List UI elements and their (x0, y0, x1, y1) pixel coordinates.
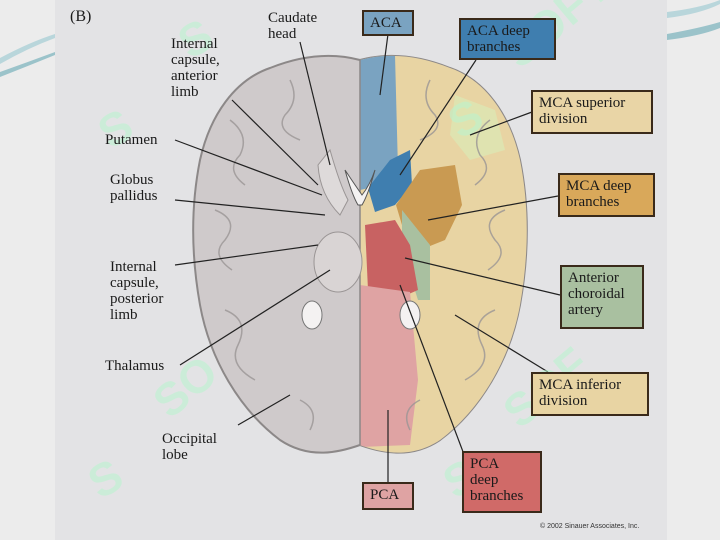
label-internal-capsule-posterior: Internal capsule, posterior limb (110, 259, 164, 323)
territory-box-mca-superior: MCA superior division (531, 90, 653, 134)
territory-box-mca-deep: MCA deep branches (558, 173, 655, 217)
territory-pca-deep (365, 220, 418, 300)
label-occipital-lobe: Occipital lobe (162, 431, 217, 463)
copyright: © 2002 Sinauer Associates, Inc. (540, 523, 640, 530)
label-internal-capsule-anterior: Internal capsule, anterior limb (171, 36, 220, 100)
territory-anterior-choroidal (402, 210, 430, 300)
svg-text:S: S (439, 88, 492, 148)
territory-box-aca: ACA (362, 10, 414, 36)
label-globus-pallidus: Globus pallidus (110, 172, 158, 204)
label-caudate-head: Caudate head (268, 10, 318, 42)
territory-mca-superior (450, 95, 505, 160)
label-thalamus: Thalamus (105, 358, 165, 374)
label-putamen: Putamen (105, 132, 158, 148)
territory-aca (360, 55, 398, 190)
territory-aca-deep (368, 150, 412, 212)
territory-box-pca-deep: PCA deep branches (462, 451, 542, 513)
svg-text:S: S (89, 98, 142, 158)
territory-box-mca-inferior: MCA inferior division (531, 372, 649, 416)
panel-label: (B) (70, 8, 92, 25)
svg-text:S: S (79, 448, 132, 508)
territory-box-pca: PCA (362, 482, 414, 510)
territory-box-aca-deep: ACA deep branches (459, 18, 556, 60)
territory-box-anterior-choroidal: Anterior choroidal artery (560, 265, 644, 329)
